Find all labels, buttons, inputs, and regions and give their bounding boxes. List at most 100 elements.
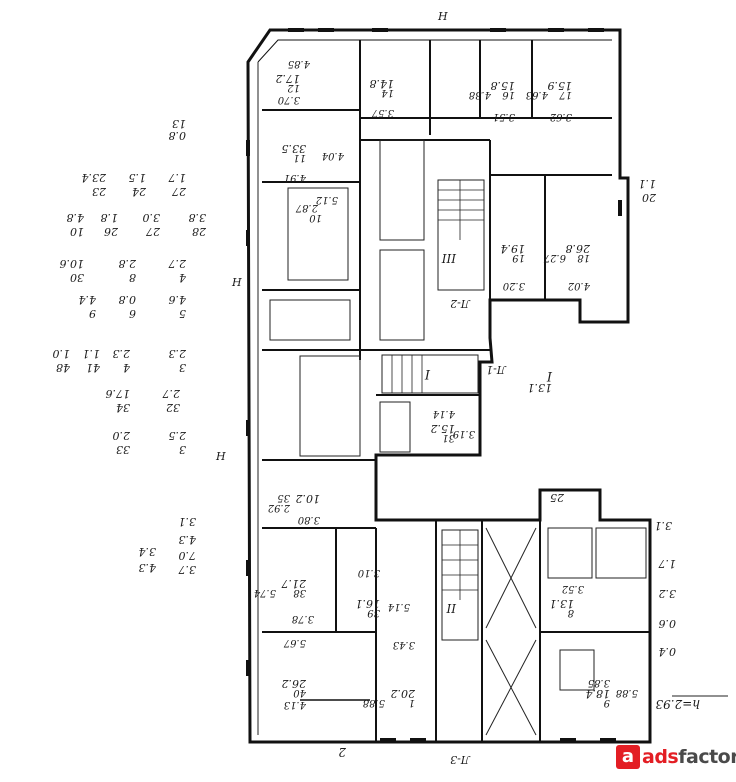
lt-9a: 8 [129,271,136,284]
room-8-dim: 3.52 [562,583,584,594]
lt-1b: 1.7 [169,171,187,184]
lt-4a: 28 [192,225,207,238]
room-18-num: 18 [577,252,590,263]
lt-1a: 27 [172,185,187,198]
left-number-table: 0.8 13 1.7 27 1.5 24 23.4 23 3.8 28 3.0 … [53,117,208,576]
rl-1-1: 1.1 [639,177,657,190]
room-19-num: 19 [512,252,525,263]
room-8: 13.1 8 3.52 [550,583,585,618]
room-1: 3.43 20.2 1 5.88 [363,639,416,708]
marker-l2: Л-2 [450,297,471,310]
room-9-num: 9 [603,697,610,708]
logo-text-red: ads [642,746,679,768]
room-39-dim2: 5.14 [388,601,410,612]
lt-5a: 27 [146,225,161,238]
lt-5b: 3.0 [143,211,161,224]
lt-0b: 0.8 [169,129,187,142]
stair-labels: III I II [424,251,457,615]
room-40-dim: 5.67 [283,637,306,648]
room-17-dim: 3.62 [550,111,572,122]
stair-ii-label: II [446,601,457,615]
room-19-dim: 3.20 [502,280,525,291]
room-38-dim: 3.78 [292,613,314,624]
room-18-area: 26.8 [566,242,592,255]
adsfactory-logo-text: adsfactory [642,746,736,768]
room-1-num: 1 [409,697,415,708]
lt-14a: 3 [179,361,186,374]
room-16-num: 16 [502,89,515,100]
lt-7b: 4.8 [67,211,86,224]
rl-1-7: 1.7 [659,557,677,570]
room-18: 4.02 26.8 18 6.27 [543,242,591,291]
lt-2b: 1.5 [129,171,147,184]
lt-7a: 10 [70,225,84,238]
room-8-num: 8 [568,607,574,618]
room-1-dim: 3.43 [393,639,415,650]
rl-3-2: 3.2 [659,587,677,600]
room-38-num: 38 [293,587,306,598]
room-18-dim2: 6.27 [543,252,566,263]
lt-25: 3.4 [139,545,157,558]
room-16-area: 15.8 [491,79,516,92]
room-10-num: 10 [309,212,322,223]
lt-23: 4.3 [179,533,198,546]
room-9-area: 18.4 [586,687,611,700]
room-39-num: 39 [367,607,380,618]
stair-i-label: I [424,366,431,381]
rl-height: h=2.93 [655,697,700,711]
lt-21b: 2.0 [113,429,132,442]
lt-14b: 2.3 [169,347,188,360]
right-labels: 20 1.1 3.1 1.7 3.2 0.6 0.4 h=2.93 [639,177,728,711]
room-11-dim: 4.91 [284,172,307,183]
room-19-area: 19.4 [501,242,526,255]
room-1-dim2: 5.88 [363,697,385,708]
lt-18a: 32 [166,401,180,414]
lt-13b: 4.4 [79,293,98,306]
room-35: 3.80 10.2 35 2.92 [268,492,320,525]
lt-9b: 2.8 [119,257,138,270]
marker-l1: Л-1 [486,363,507,376]
room-17-num: 17 [559,89,572,100]
room-12: 3.70 17.2 12 4.85 [276,58,312,105]
stair-iii-label: III [442,251,457,265]
room-11-area: 33.5 [282,142,307,155]
room-11-dim2: 4.04 [322,150,345,161]
room-31-area: 15.2 [431,422,456,435]
room-38: 21.7 38 3.78 5.74 [254,577,314,624]
room-35-dim: 3.80 [297,514,320,525]
room-labels: 3.70 17.2 12 4.85 3.57 14.8 14 3.51 15.8… [254,58,638,710]
room-38-area: 21.7 [282,577,308,590]
shafts [485,527,537,736]
interior-walls [262,40,650,742]
adsfactory-watermark: a adsfactory [616,742,736,772]
room-1-area: 20.2 [391,687,417,700]
room-31-dim2: 3.19 [452,428,475,439]
lt-27: 3.7 [179,563,197,576]
room-40-dim2: 4.13 [284,699,307,710]
room-16: 3.51 15.8 16 4.38 [469,79,515,122]
room-14: 3.57 14.8 14 [370,77,395,118]
room-8-area: 13.1 [550,597,575,610]
lt-20b: 2.5 [169,429,188,442]
room-35-dim2: 2.92 [268,502,291,513]
lt-3b: 23.4 [82,171,108,184]
room-40: 5.67 26.2 40 4.13 [282,637,308,710]
lt-11b: 4.6 [169,293,188,306]
logo-text-grey: factory [678,746,736,768]
lt-8b: 2.7 [169,257,188,270]
rl-3-1: 3.1 [655,519,673,532]
lt-17a: 48 [56,361,71,374]
marker-h-top: H [437,10,448,23]
room-16-dim2: 4.38 [469,89,492,100]
lt-10a: 30 [70,271,84,284]
lt-15a: 4 [123,361,131,374]
room-40-num: 40 [293,687,307,698]
room-14-area: 14.8 [370,77,395,90]
stair-well-iii [437,179,485,291]
room-19: 3.20 19.4 19 [501,242,526,291]
rl-0-4: 0.4 [659,645,677,658]
marker-13-1: 13.1 [528,381,553,394]
room-17-area: 15.9 [548,79,573,92]
rl-0-6: 0.6 [659,617,677,630]
lt-0a: 13 [172,117,186,130]
